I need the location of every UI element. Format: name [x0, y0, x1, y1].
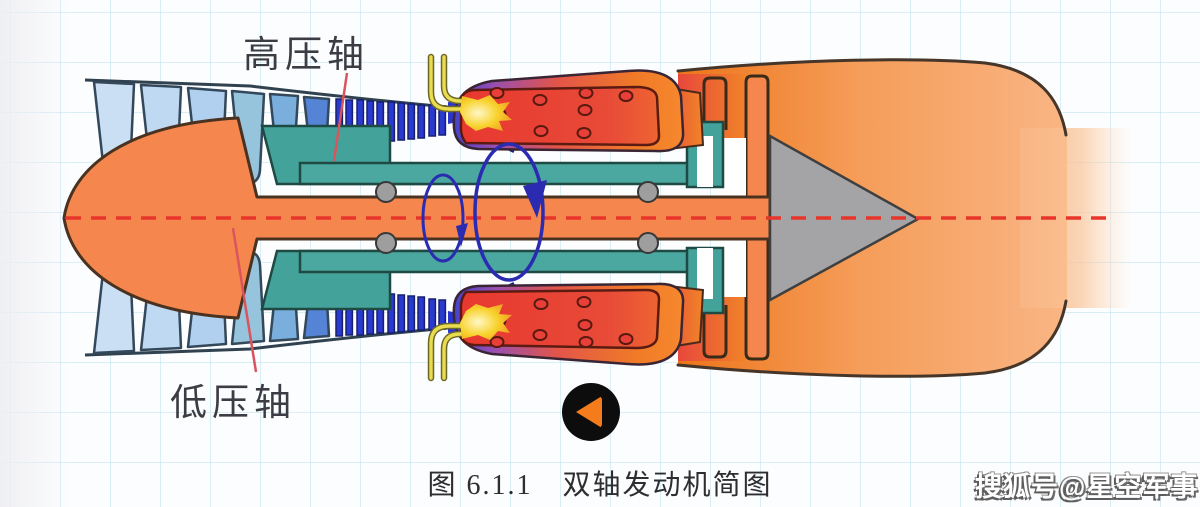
watermark: 搜狐号@星空军事 — [975, 472, 1199, 502]
nozzle-outline-top — [676, 58, 1068, 137]
play-button[interactable] — [562, 383, 620, 441]
label-high-pressure-shaft: 高压轴 — [243, 35, 369, 76]
bearings — [375, 181, 659, 254]
nozzle-outline-bottom — [676, 299, 1068, 378]
label-low-pressure-shaft: 低压轴 — [170, 383, 296, 424]
rotation-arrows — [421, 142, 547, 282]
lp-shaft-leader-line — [231, 227, 258, 373]
hp-shaft-leader-line — [332, 72, 349, 162]
figure-caption: 图 6.1.1 双轴发动机简图 — [427, 470, 773, 501]
play-triangle-icon — [576, 396, 602, 428]
